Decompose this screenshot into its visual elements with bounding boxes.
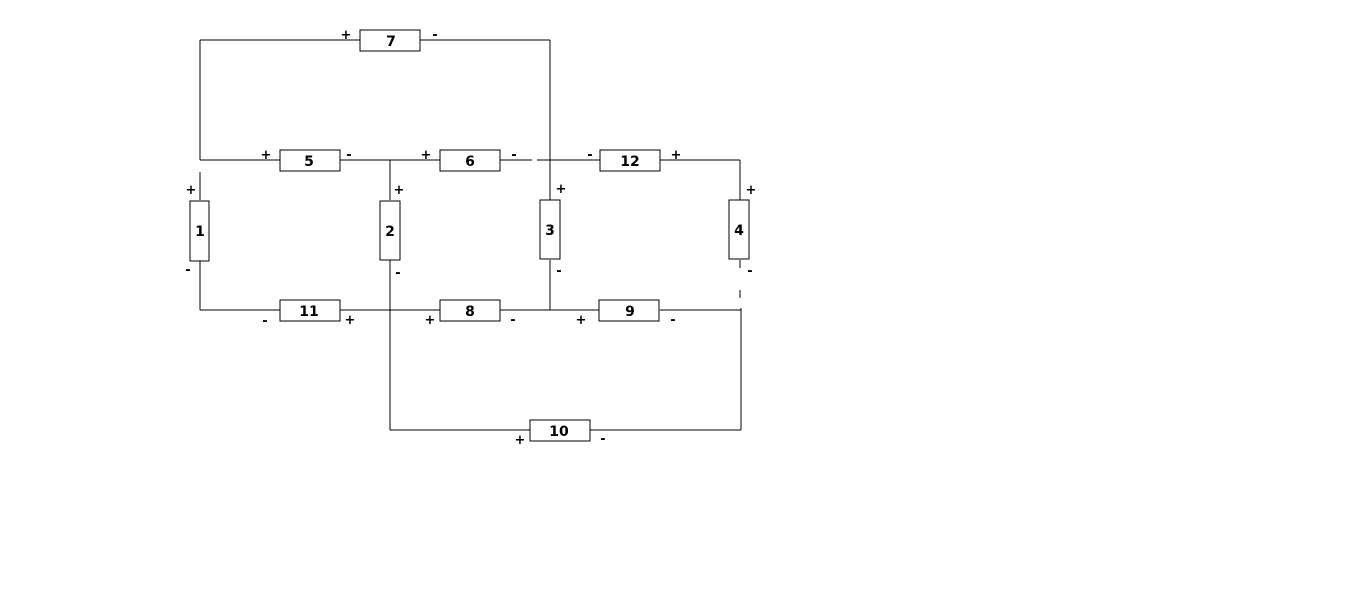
element-11-label: 11: [299, 304, 318, 320]
element-12-label: 12: [620, 154, 639, 170]
element-2-label: 2: [385, 224, 395, 240]
element-8-minus: -: [510, 313, 515, 328]
element-9-plus: +: [576, 313, 587, 328]
element-7-label: 7: [386, 34, 396, 50]
element-10: 10 + -: [515, 419, 606, 448]
element-12-box: [599, 149, 661, 172]
element-3-plus: +: [556, 182, 567, 197]
element-8-box: [439, 299, 501, 322]
element-3-minus: -: [556, 264, 561, 279]
element-3: 3 + -: [539, 182, 567, 279]
element-10-label: 10: [549, 424, 569, 440]
element-11-box: [279, 299, 341, 322]
element-5-label: 5: [304, 154, 314, 170]
element-11-minus: -: [262, 314, 267, 329]
wires: [199, 39, 742, 431]
element-7-minus: -: [432, 28, 437, 43]
element-4-box: [728, 199, 750, 260]
element-2: 2 + -: [379, 183, 405, 281]
element-3-label: 3: [545, 223, 555, 239]
element-3-box: [539, 199, 561, 260]
element-1-label: 1: [195, 224, 205, 240]
element-5-plus: +: [261, 148, 272, 163]
element-8-plus: +: [425, 313, 436, 328]
element-9-box: [598, 299, 660, 322]
element-4-plus: +: [746, 183, 757, 198]
element-6-plus: +: [421, 148, 432, 163]
element-7-box: [359, 29, 421, 52]
element-6: 6 + -: [421, 148, 517, 172]
element-2-box: [379, 200, 401, 261]
element-7-plus: +: [341, 28, 352, 43]
element-12-plus: +: [671, 148, 682, 163]
element-5: 5 + -: [261, 148, 352, 172]
element-5-minus: -: [346, 148, 351, 163]
element-7: 7 + -: [341, 28, 438, 52]
element-9-minus: -: [670, 313, 675, 328]
element-4-label: 4: [734, 223, 744, 239]
element-10-box: [529, 419, 591, 442]
element-12-minus: -: [587, 148, 592, 163]
element-9-label: 9: [625, 304, 635, 320]
element-6-minus: -: [511, 148, 516, 163]
element-12: 12 - +: [587, 148, 682, 172]
element-11-plus: +: [345, 313, 356, 328]
element-10-minus: -: [600, 432, 605, 447]
element-4-minus: -: [747, 264, 752, 279]
element-8: 8 + -: [425, 299, 516, 328]
element-1-box: [189, 200, 210, 262]
element-4: 4 + -: [728, 183, 757, 279]
element-2-minus: -: [395, 266, 400, 281]
element-2-plus: +: [394, 183, 405, 198]
element-1-minus: -: [185, 263, 190, 278]
element-1: 1 + -: [185, 183, 210, 278]
element-6-label: 6: [465, 154, 475, 170]
element-11: 11 - +: [262, 299, 356, 329]
element-9: 9 + -: [576, 299, 676, 328]
element-1-plus: +: [186, 183, 197, 198]
element-8-label: 8: [465, 304, 475, 320]
element-5-box: [279, 149, 341, 172]
element-10-plus: +: [515, 433, 526, 448]
element-6-box: [439, 149, 501, 172]
